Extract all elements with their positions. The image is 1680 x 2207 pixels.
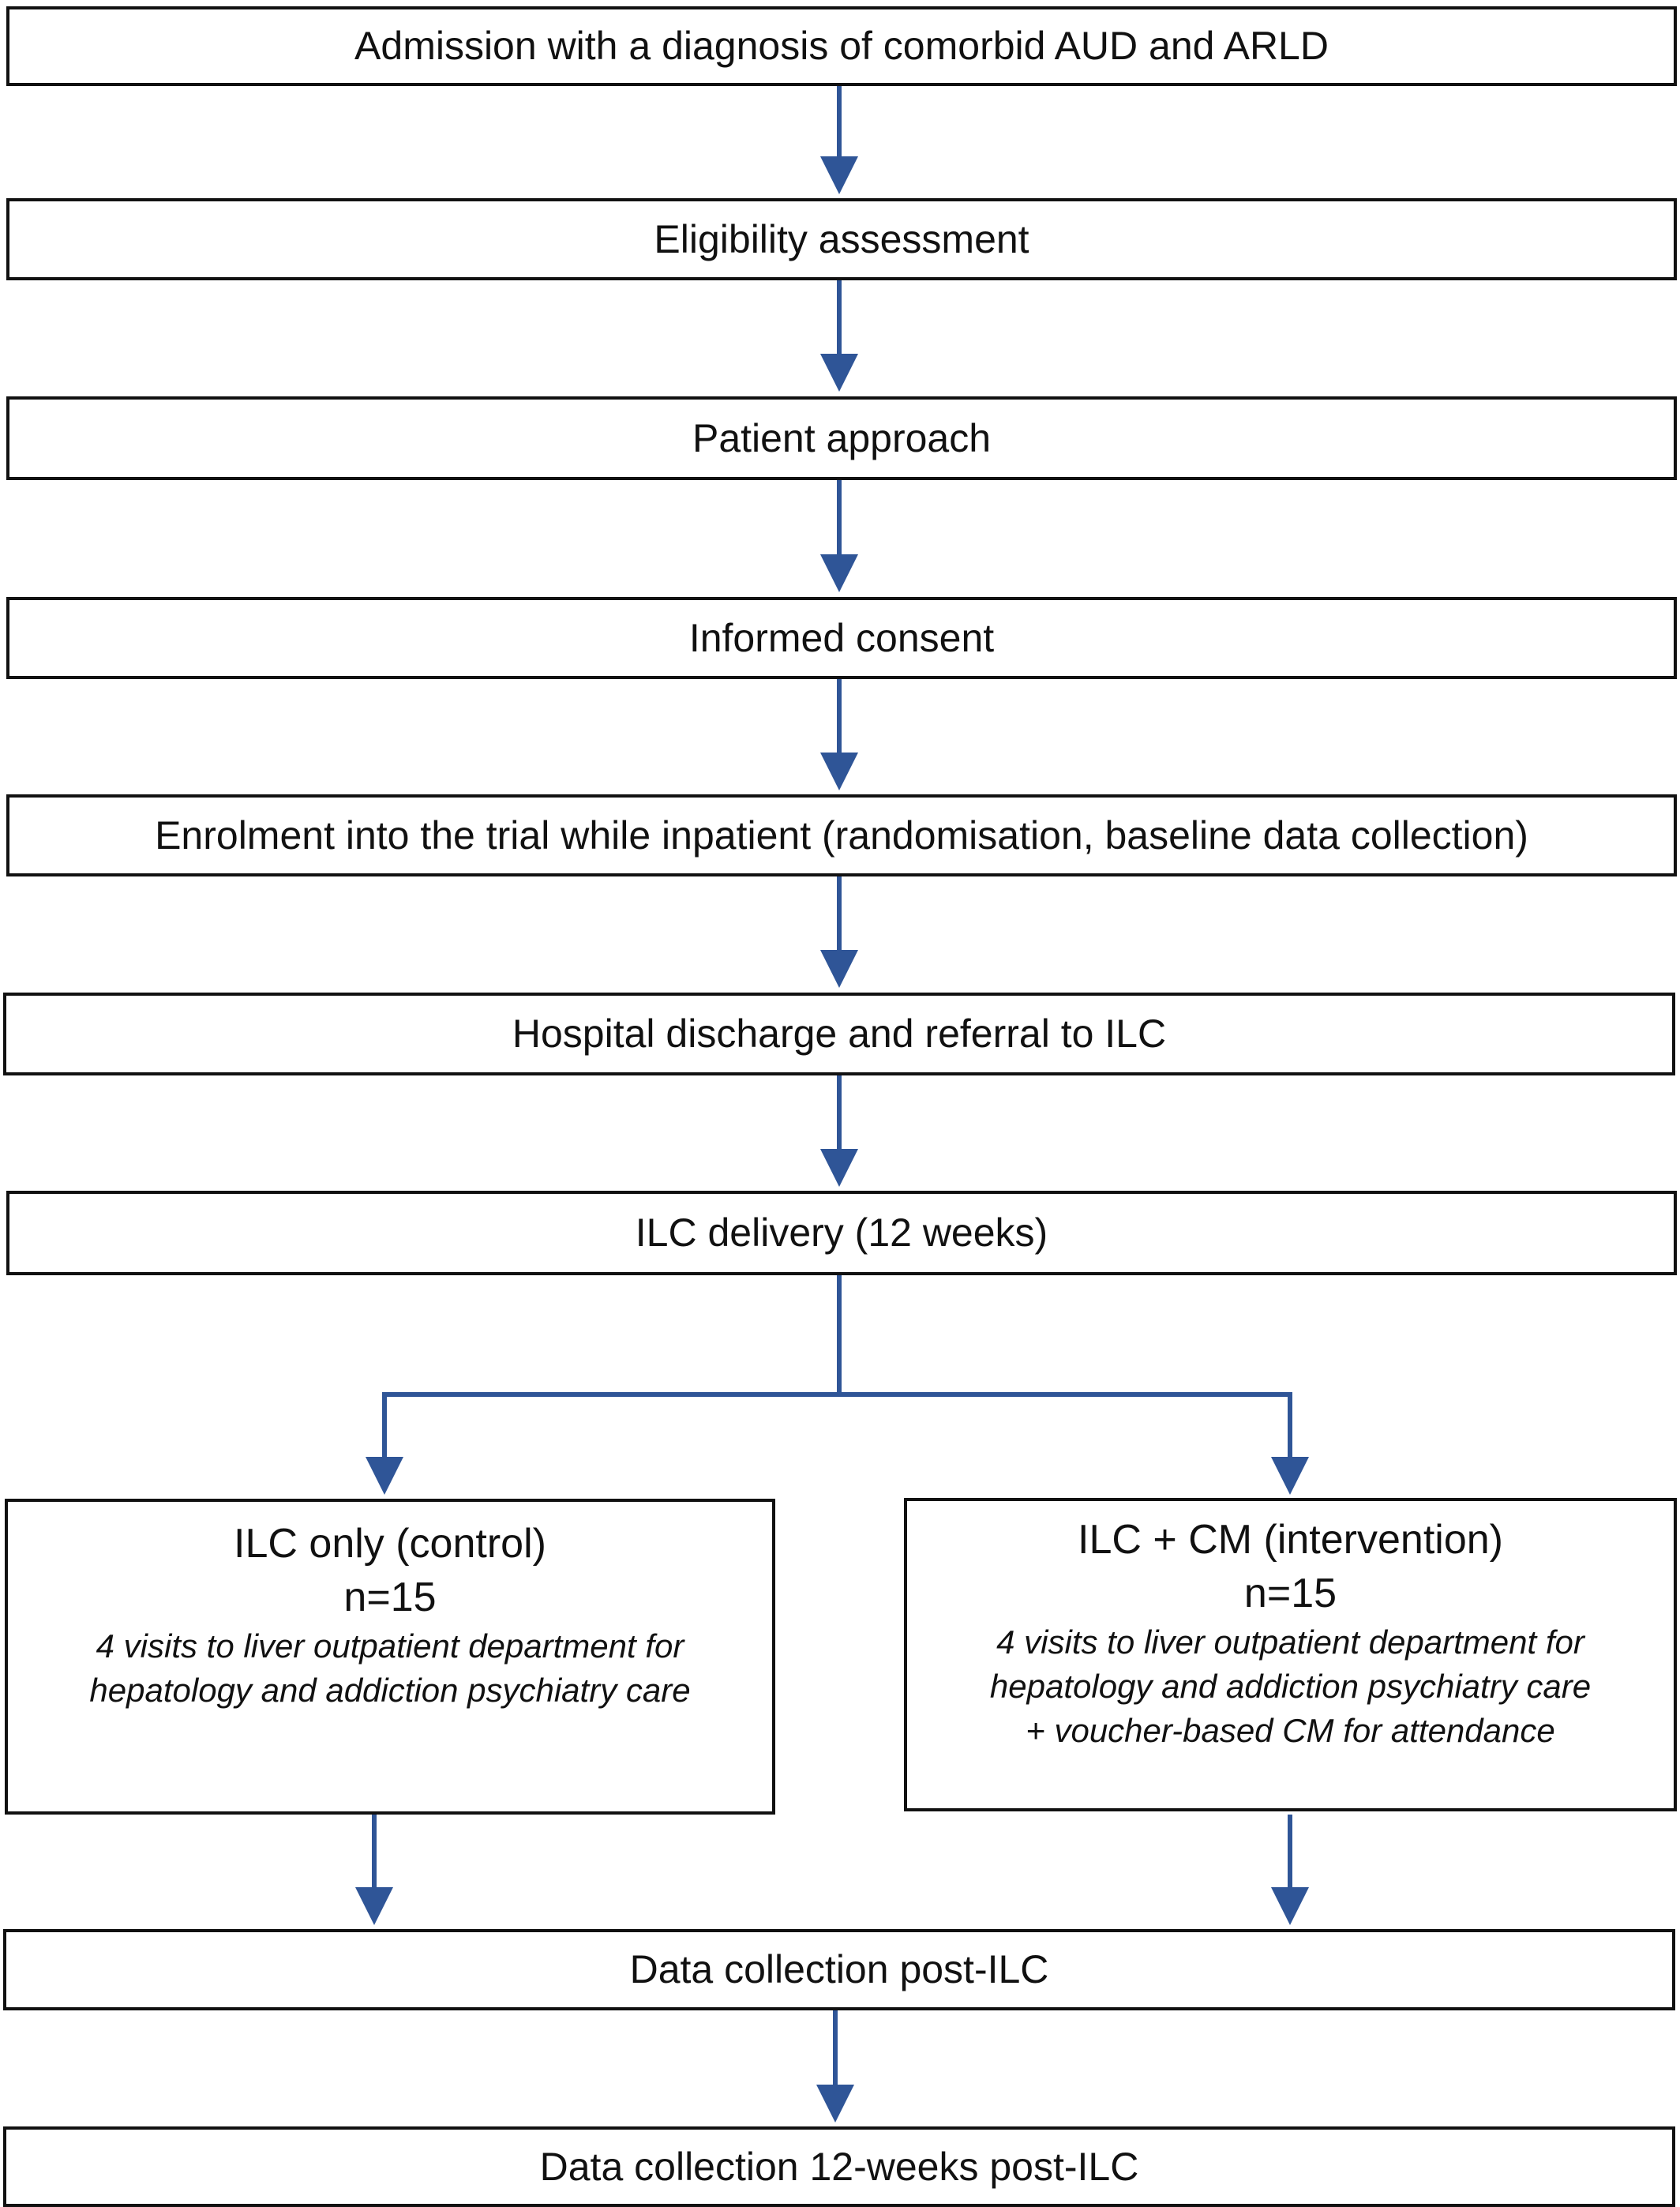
intervention-arm-line: hepatology and addiction psychiatry care [989, 1668, 1592, 1706]
intervention-arm-title: ILC + CM (intervention) [1078, 1517, 1503, 1563]
control-arm-title: ILC only (control) [234, 1521, 546, 1567]
control-arm-line: hepatology and addiction psychiatry care [89, 1672, 691, 1710]
discharge-box: Hospital discharge and referral to ILC [3, 993, 1675, 1075]
control-arm-box: ILC only (control) n=15 4 visits to live… [5, 1499, 775, 1815]
patient-approach-box: Patient approach [6, 396, 1677, 480]
intervention-arm-n: n=15 [1243, 1570, 1337, 1616]
post-ilc-data-box: Data collection post-ILC [3, 1929, 1675, 2010]
arrow-to-intervention-arm [839, 1392, 1309, 1495]
admission-box: Admission with a diagnosis of comorbid A… [6, 6, 1677, 86]
control-arm-n: n=15 [343, 1574, 437, 1620]
intervention-arm-line: + voucher-based CM for attendance [1026, 1711, 1555, 1749]
eligibility-box: Eligibility assessment [6, 198, 1677, 280]
enrolment-box: Enrolment into the trial while inpatient… [6, 794, 1677, 876]
twelve-week-data-box: Data collection 12-weeks post-ILC [3, 2126, 1675, 2207]
intervention-arm-box: ILC + CM (intervention) n=15 4 visits to… [904, 1498, 1677, 1811]
arrow-to-control-arm [366, 1392, 839, 1495]
control-arm-description: 4 visits to liver outpatient department … [89, 1624, 690, 1713]
intervention-arm-line: 4 visits to liver outpatient department … [996, 1623, 1584, 1661]
ilc-delivery-box: ILC delivery (12 weeks) [6, 1191, 1677, 1275]
control-arm-line: 4 visits to liver outpatient department … [96, 1627, 684, 1665]
informed-consent-box: Informed consent [6, 597, 1677, 679]
intervention-arm-description: 4 visits to liver outpatient department … [990, 1620, 1591, 1753]
